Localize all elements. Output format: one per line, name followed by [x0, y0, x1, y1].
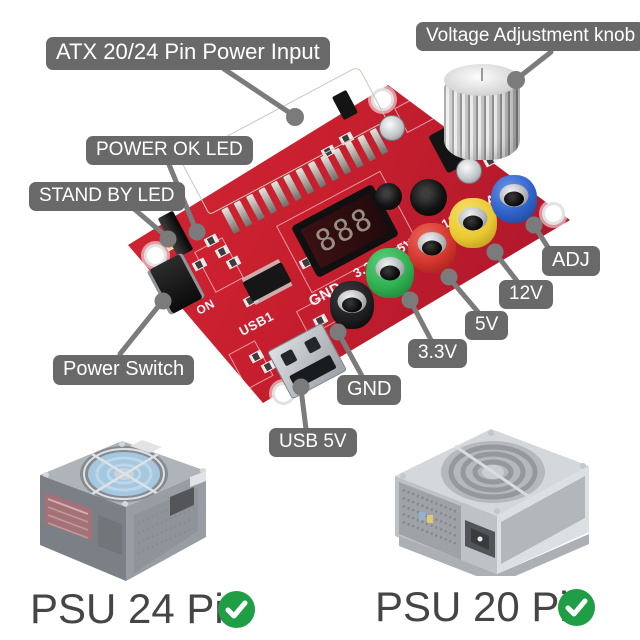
banana-jack-3v3: [366, 248, 414, 298]
callout-usb-5v: USB 5V: [269, 428, 357, 458]
banana-jack-5v: [408, 223, 456, 273]
callout-5v: 5V: [465, 311, 509, 341]
mounting-hole: [371, 88, 394, 111]
jack-hole: [463, 215, 483, 231]
mounting-hole: [542, 202, 565, 225]
check-icon: [558, 589, 595, 626]
callout-12v: 12V: [499, 280, 553, 310]
callout-power-switch: Power Switch: [53, 355, 195, 386]
psu-20pin-image: [395, 429, 589, 576]
psu24-caption: PSU 24 Pin: [30, 585, 248, 632]
jack-hole: [342, 297, 362, 313]
psu-24pin-image: [40, 440, 206, 581]
capacitor-silver: [379, 115, 405, 141]
callout-voltage-knob: Voltage Adjustment knob: [416, 22, 640, 52]
callout-atx-power-input: ATX 20/24 Pin Power Input: [46, 37, 330, 70]
leader-usb: [298, 386, 309, 432]
callout-gnd: GND: [337, 375, 402, 406]
banana-jack-adj: [491, 175, 537, 223]
voltage-knob-notch: [481, 68, 483, 81]
callout-stand-by-led: STAND BY LED: [29, 182, 185, 212]
inductor: [410, 179, 447, 216]
jack-hole: [380, 265, 400, 281]
leader-switch: [117, 300, 164, 357]
display-digits: 888: [309, 200, 380, 261]
callout-adj: ADJ: [542, 246, 600, 277]
banana-jack-12v: [449, 198, 497, 248]
leader-knob: [515, 49, 554, 81]
usb-contact: [303, 336, 322, 354]
psu20-caption: PSU 20 Pin: [375, 583, 593, 630]
callout-power-ok-led: POWER OK LED: [86, 136, 253, 166]
callout-3v3: 3.3V: [408, 339, 468, 369]
capacitor-silver: [456, 158, 482, 184]
usb-contact: [280, 348, 298, 367]
jack-hole: [504, 191, 524, 207]
banana-jack-gnd: [330, 281, 374, 329]
capacitor-black: [375, 183, 402, 210]
check-icon: [218, 591, 255, 628]
jack-hole: [422, 240, 442, 256]
